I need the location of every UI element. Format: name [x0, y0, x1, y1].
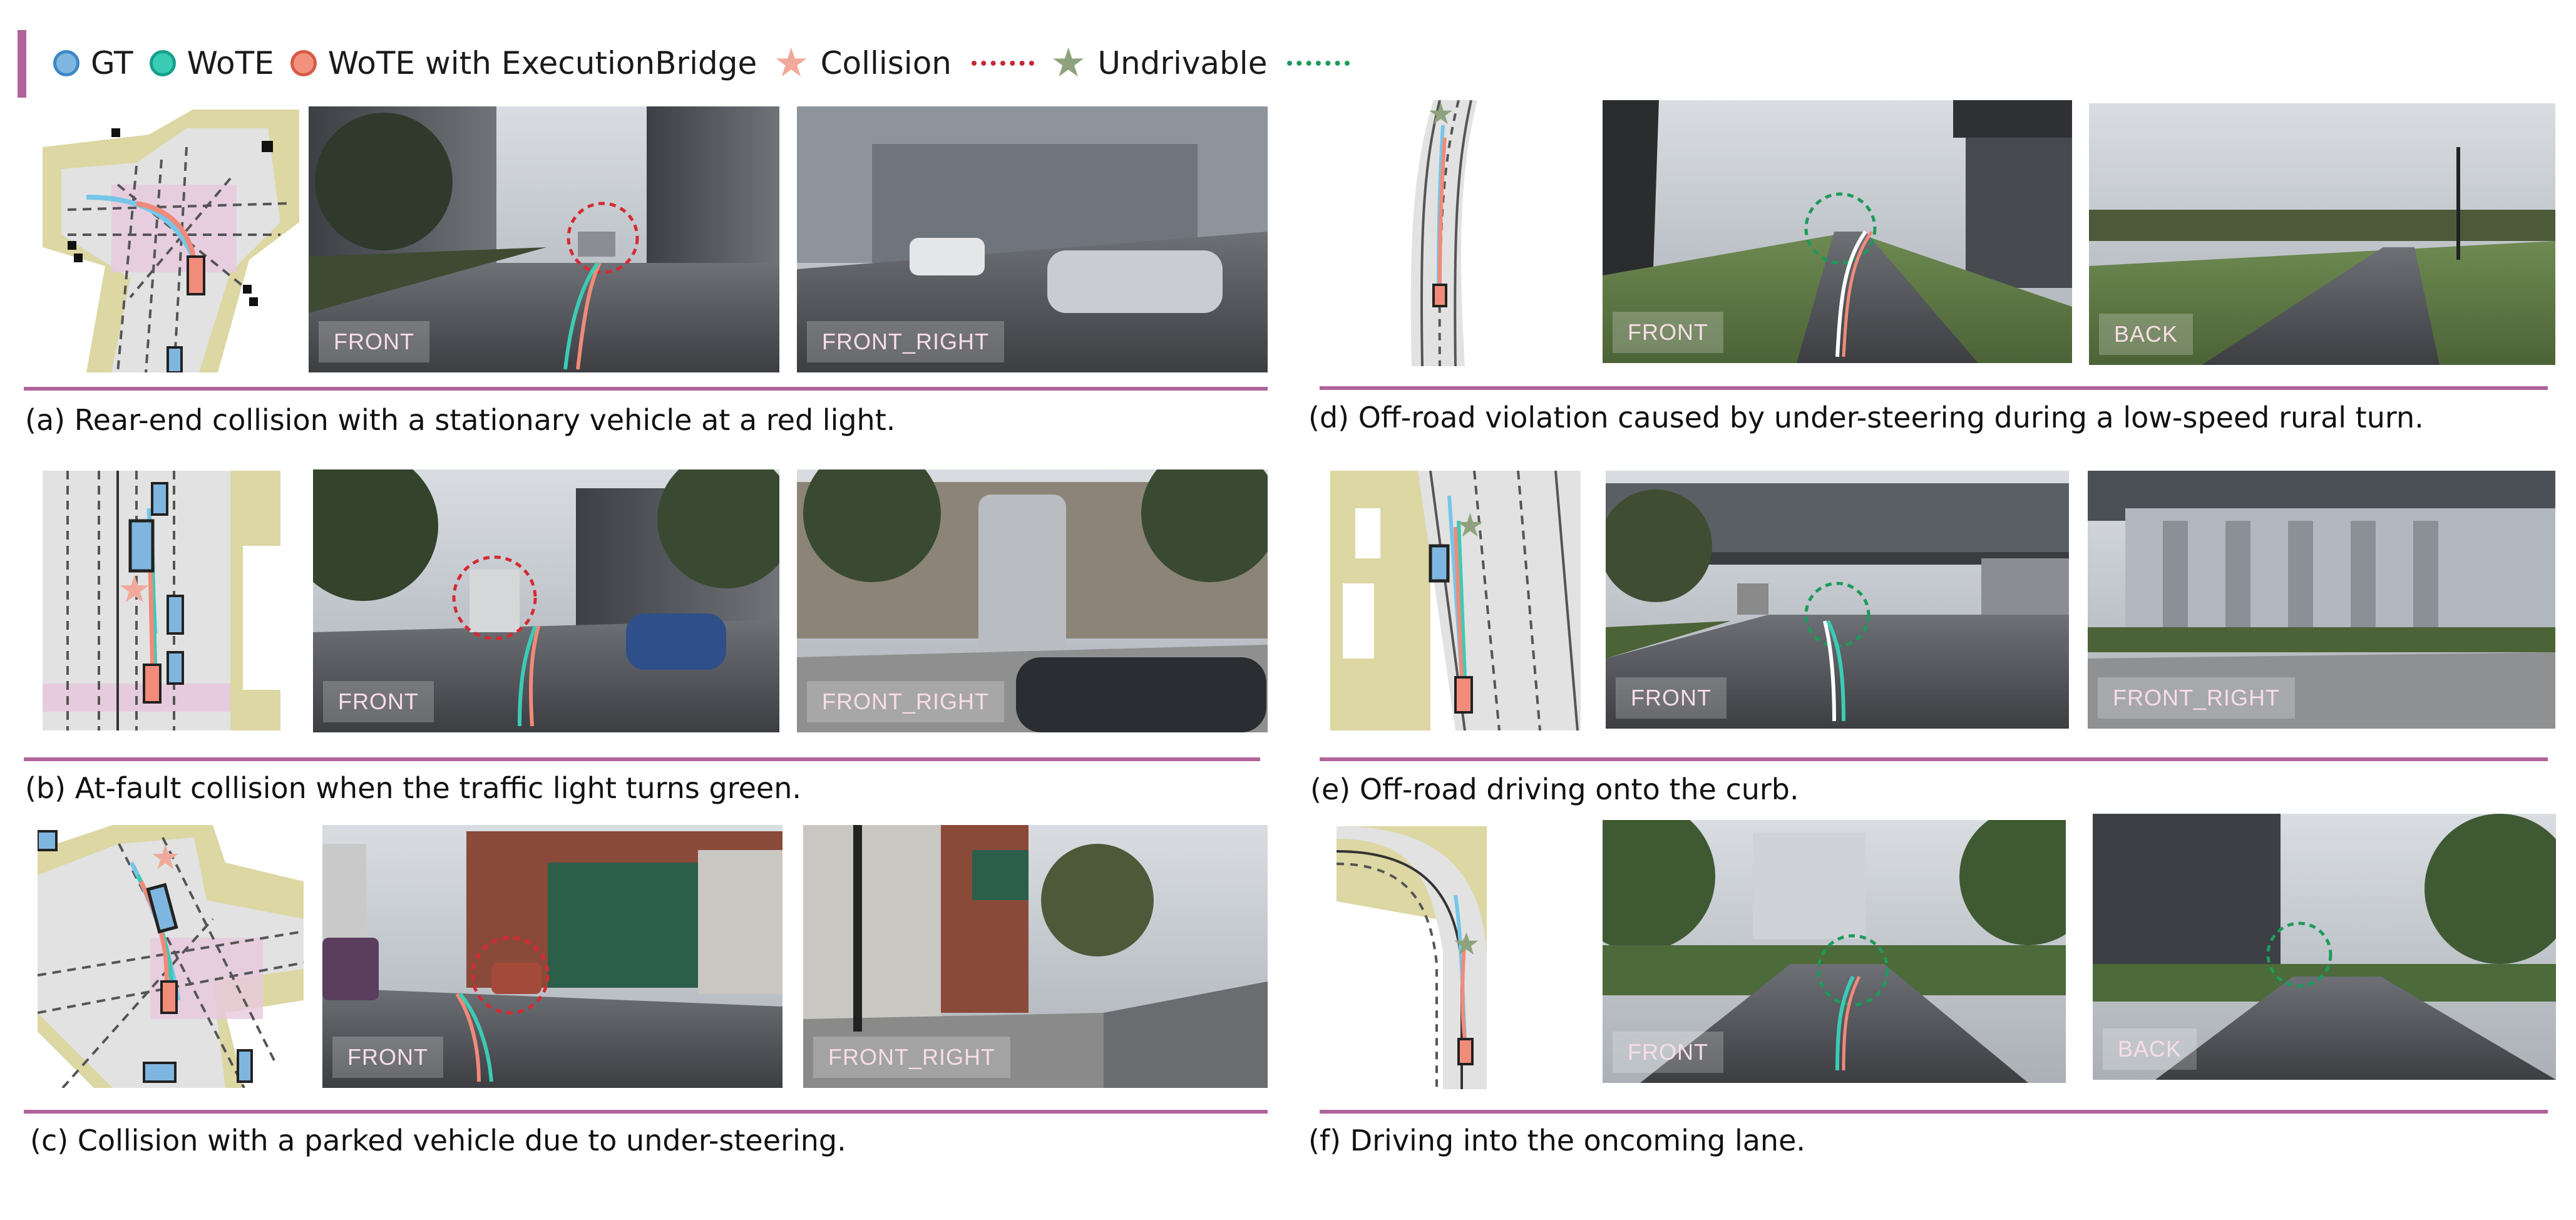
panel-f-bev-map: ★	[1337, 826, 1524, 1089]
camera-label: FRONT	[1616, 677, 1727, 719]
wote-dot-icon	[149, 50, 176, 76]
panel-d-front-camera: FRONT	[1603, 100, 2072, 363]
wote-eb-dot-icon	[290, 50, 317, 76]
panel-c-divider	[24, 1110, 1268, 1114]
panel-b-front-camera: FRONT	[313, 469, 779, 732]
panel-d-caption: (d) Off-road violation caused by under-s…	[1308, 401, 2424, 434]
panel-a-front-camera: FRONT	[309, 106, 779, 372]
legend-gt-label: GT	[91, 45, 133, 81]
panel-e-bev-map: ★	[1330, 471, 1581, 730]
camera-label: FRONT_RIGHT	[813, 1037, 1010, 1078]
svg-text:★: ★	[1452, 926, 1480, 962]
collision-dotted-line-icon	[971, 61, 1034, 66]
panel-c-front-right-camera: FRONT_RIGHT	[803, 825, 1268, 1088]
panel-b-front-right-camera: FRONT_RIGHT	[797, 469, 1268, 732]
panel-f-caption: (f) Driving into the oncoming lane.	[1308, 1124, 1805, 1157]
panel-b-caption: (b) At-fault collision when the traffic …	[25, 771, 802, 805]
panel-e-divider	[1320, 757, 2548, 761]
panel-d-back-camera: BACK	[2089, 103, 2555, 365]
panel-d-bev-map: ★	[1396, 100, 1509, 366]
collision-star-icon: ★	[773, 40, 809, 86]
panel-f-back-camera: BACK	[2093, 814, 2556, 1080]
legend-wote-eb-label: WoTE with ExecutionBridge	[327, 45, 757, 81]
camera-label: FRONT	[332, 1037, 443, 1078]
legend-collision: ★ Collision	[773, 43, 1034, 83]
panel-e-front-right-camera: FRONT_RIGHT	[2088, 471, 2555, 729]
panel-a-caption: (a) Rear-end collision with a stationary…	[25, 403, 896, 437]
svg-text:★: ★	[150, 838, 180, 877]
legend-undrivable-label: Undrivable	[1097, 45, 1268, 81]
panel-b-bev-map: ★	[43, 471, 280, 730]
camera-label: FRONT_RIGHT	[2098, 677, 2295, 719]
undrivable-star-icon: ★	[1050, 40, 1087, 86]
legend: GT WoTE WoTE with ExecutionBridge ★ Coll…	[53, 36, 1350, 90]
camera-label: FRONT	[323, 681, 434, 722]
camera-label: FRONT_RIGHT	[807, 321, 1004, 362]
panel-c-caption: (c) Collision with a parked vehicle due …	[30, 1124, 846, 1157]
legend-wote-label: WoTE	[187, 45, 274, 81]
camera-label: BACK	[2099, 314, 2194, 355]
svg-text:★: ★	[118, 568, 151, 612]
camera-label: BACK	[2103, 1028, 2197, 1070]
legend-undrivable: ★ Undrivable	[1050, 43, 1350, 83]
svg-text:★: ★	[1427, 100, 1454, 131]
legend-gt: GT	[53, 45, 133, 81]
camera-label: FRONT_RIGHT	[807, 681, 1004, 722]
legend-collision-label: Collision	[820, 45, 952, 81]
panel-c-bev-map: ★	[38, 825, 304, 1088]
panel-c-front-camera: FRONT	[322, 825, 783, 1088]
camera-label: FRONT	[319, 321, 429, 362]
legend-wote-eb: WoTE with ExecutionBridge	[290, 45, 757, 81]
gt-dot-icon	[53, 50, 80, 76]
panel-f-front-camera: FRONT	[1603, 820, 2066, 1083]
panel-f-divider	[1320, 1110, 2548, 1114]
camera-label: FRONT	[1613, 1032, 1723, 1073]
camera-label: FRONT	[1613, 312, 1723, 353]
svg-text:★: ★	[1455, 507, 1485, 545]
legend-accent-bar	[18, 30, 26, 98]
panel-b-divider	[24, 757, 1260, 761]
panel-e-front-camera: FRONT	[1606, 471, 2069, 729]
panel-e-caption: (e) Off-road driving onto the curb.	[1310, 772, 1799, 806]
panel-a-front-right-camera: FRONT_RIGHT	[797, 106, 1268, 372]
panel-a-divider	[24, 387, 1268, 391]
legend-wote: WoTE	[149, 45, 274, 81]
undrivable-dotted-line-icon	[1287, 61, 1350, 66]
panel-a-bev-map	[43, 110, 299, 372]
panel-d-divider	[1320, 386, 2548, 390]
